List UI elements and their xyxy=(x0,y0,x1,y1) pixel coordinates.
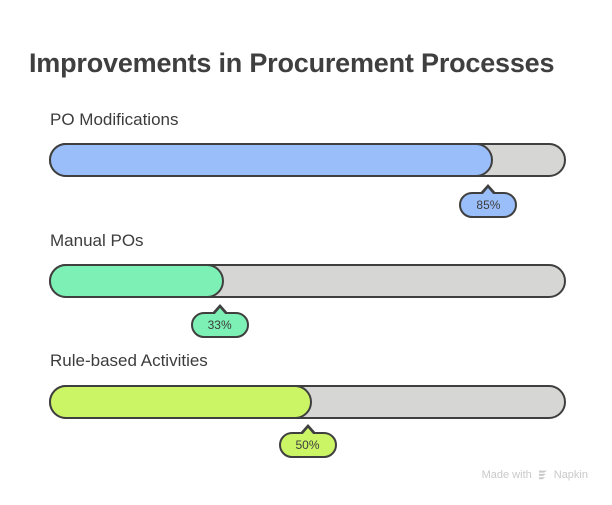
value-label: 85% xyxy=(476,198,501,212)
tooltip-arrow-icon xyxy=(213,308,226,315)
tooltip-arrow-icon xyxy=(482,188,495,195)
value-label: 50% xyxy=(295,438,320,452)
progress-fill-rule-based-activities xyxy=(48,384,312,419)
progress-fill-po-modifications xyxy=(48,142,493,177)
tooltip-arrow-icon xyxy=(301,428,314,435)
progress-track-rule-based-activities[interactable] xyxy=(48,384,566,419)
watermark-brand: Napkin xyxy=(553,469,588,481)
bar-label-manual-pos: Manual POs xyxy=(50,231,144,250)
progress-track-po-modifications[interactable] xyxy=(48,142,566,177)
bar-label-po-modifications: PO Modifications xyxy=(50,110,179,129)
progress-track-manual-pos[interactable] xyxy=(48,263,566,298)
progress-fill-manual-pos xyxy=(48,263,225,298)
value-tooltip-po-modifications: 85% xyxy=(459,184,518,218)
value-tooltip-manual-pos: 33% xyxy=(190,304,249,338)
bar-label-rule-based-activities: Rule-based Activities xyxy=(50,351,208,370)
value-label: 33% xyxy=(207,318,232,332)
page-title: Improvements in Procurement Processes xyxy=(29,48,555,78)
watermark-prefix: Made with xyxy=(481,469,532,481)
napkin-logo-icon xyxy=(537,469,549,481)
value-tooltip-rule-based-activities: 50% xyxy=(278,424,337,458)
napkin-watermark: Made with Napkin xyxy=(482,469,588,481)
